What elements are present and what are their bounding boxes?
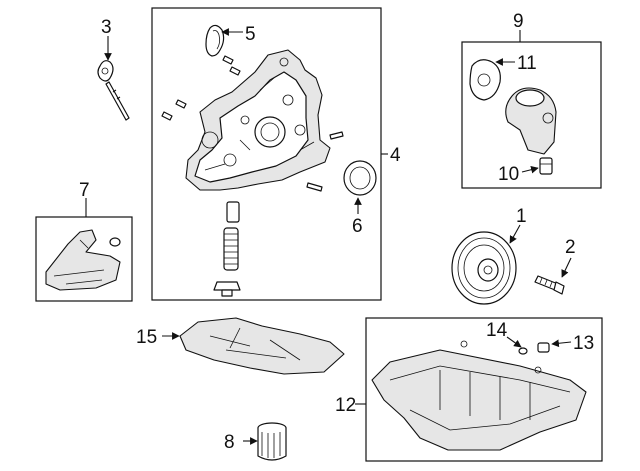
callout-8: 8 [224,432,235,453]
callout-4: 4 [390,145,401,166]
callout-3: 3 [101,17,112,38]
callout-6: 6 [352,216,363,237]
callout-13: 13 [573,333,594,354]
oil-pressure-sensor-part[interactable] [539,157,553,175]
oil-strainer-part[interactable] [45,229,121,291]
oil-strainer-group-box [35,216,133,302]
oil-filter-part[interactable] [257,422,287,461]
drain-plug-part[interactable] [537,342,550,353]
oil-pump-part[interactable] [161,49,344,192]
drain-washer-part[interactable] [518,347,528,355]
relief-valve-part[interactable] [213,201,241,297]
gasket-part[interactable] [469,59,501,101]
callout-10: 10 [498,164,519,185]
callout-11: 11 [517,53,537,74]
o-ring-part[interactable] [205,24,225,57]
callout-14: 14 [486,320,508,341]
callout-2: 2 [565,237,576,258]
callout-12: 12 [335,395,356,416]
oil-pan-group-box [365,317,603,462]
callout-7: 7 [79,180,90,201]
crankshaft-pulley-part[interactable] [451,231,517,305]
oil-filter-housing-group-box [461,41,602,189]
dipstick-part[interactable] [97,60,130,121]
pulley-bolt-part[interactable] [534,275,565,295]
crank-seal-part[interactable] [343,160,377,196]
oil-filter-housing-part[interactable] [505,87,557,155]
callout-1: 1 [516,206,527,227]
oil-pan-part[interactable] [371,340,587,451]
callout-15: 15 [136,327,157,348]
baffle-plate-part[interactable] [179,317,345,375]
callout-5: 5 [245,24,256,45]
callout-9: 9 [513,11,524,32]
